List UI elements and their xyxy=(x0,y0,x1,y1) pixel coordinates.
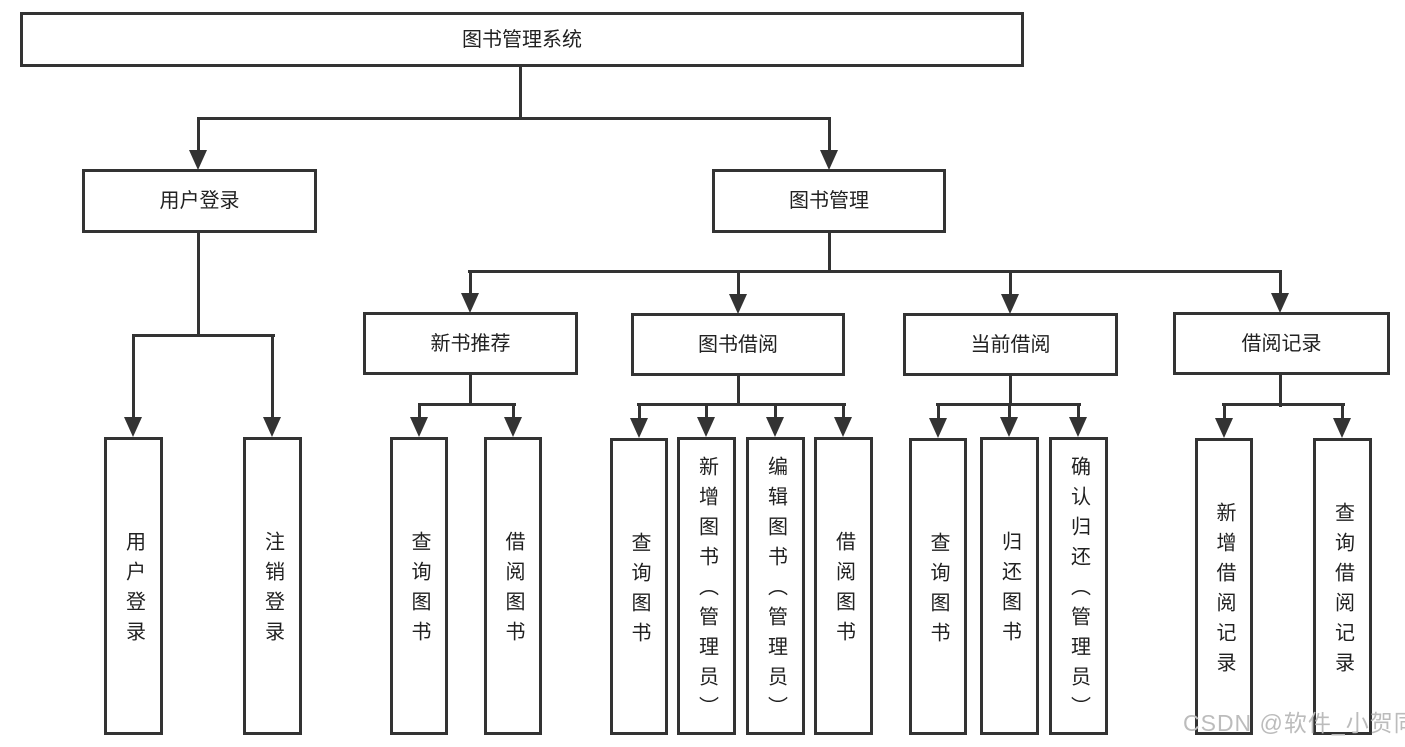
node-user-login: 用户登录 xyxy=(82,169,317,233)
arrowhead-down-icon xyxy=(263,417,281,437)
connector-line xyxy=(512,404,515,421)
node-confirm-return-admin: 确认归还（管理员） xyxy=(1049,437,1108,735)
arrowhead-down-icon xyxy=(410,417,428,437)
arrowhead-down-icon xyxy=(504,417,522,437)
node-label: 新书推荐 xyxy=(430,332,511,355)
arrowhead-down-icon xyxy=(461,293,479,313)
node-query-books-recommend: 查询图书 xyxy=(390,437,448,735)
node-book-management: 图书管理 xyxy=(712,169,946,233)
node-add-books-admin: 新增图书（管理员） xyxy=(677,437,736,735)
connector-line xyxy=(828,118,831,153)
connector-line xyxy=(1009,376,1012,406)
node-root: 图书管理系统 xyxy=(20,12,1024,67)
connector-line xyxy=(1008,404,1011,421)
node-label: 用户登录 xyxy=(122,531,145,651)
arrowhead-down-icon xyxy=(1333,418,1351,438)
arrowhead-down-icon xyxy=(834,417,852,437)
connector-line xyxy=(1279,375,1282,407)
node-label: 新增图书（管理员） xyxy=(695,456,718,726)
node-label: 借阅图书 xyxy=(832,531,855,651)
node-label: 查询借阅记录 xyxy=(1331,501,1354,682)
arrowhead-down-icon xyxy=(766,417,784,437)
node-label: 当前借阅 xyxy=(970,333,1051,356)
connector-line xyxy=(705,404,708,421)
arrowhead-down-icon xyxy=(630,418,648,438)
node-borrowing-records: 借阅记录 xyxy=(1173,312,1390,375)
node-label: 注销登录 xyxy=(261,531,284,651)
node-label: 查询图书 xyxy=(408,531,430,651)
node-label: 图书管理系统 xyxy=(462,28,582,51)
connector-line xyxy=(1222,403,1345,406)
connector-line xyxy=(637,403,846,406)
node-logout-op: 注销登录 xyxy=(243,437,302,735)
connector-line xyxy=(828,233,831,272)
node-user-login-op: 用户登录 xyxy=(104,437,163,735)
arrowhead-down-icon xyxy=(929,418,947,438)
arrowhead-down-icon xyxy=(1271,293,1289,313)
node-book-borrowing: 图书借阅 xyxy=(631,313,845,376)
node-query-books-borrowing: 查询图书 xyxy=(610,438,668,735)
node-label: 确认归还（管理员） xyxy=(1067,456,1090,726)
node-label: 借阅记录 xyxy=(1241,332,1322,355)
connector-line xyxy=(271,335,274,420)
node-label: 图书借阅 xyxy=(698,333,778,356)
arrowhead-down-icon xyxy=(820,150,838,170)
arrowhead-down-icon xyxy=(1069,417,1087,437)
connector-line xyxy=(937,404,940,421)
node-query-borrowing-record: 查询借阅记录 xyxy=(1313,438,1372,735)
node-label: 用户登录 xyxy=(159,190,240,212)
node-label: 查询图书 xyxy=(927,531,949,652)
connector-line xyxy=(638,404,641,421)
node-query-books-current: 查询图书 xyxy=(909,438,967,735)
node-label: 编辑图书（管理员） xyxy=(764,456,787,726)
arrowhead-down-icon xyxy=(1001,294,1019,314)
arrowhead-down-icon xyxy=(124,417,142,437)
arrowhead-down-icon xyxy=(1215,418,1233,438)
node-borrow-books-recommend: 借阅图书 xyxy=(484,437,542,735)
connector-line xyxy=(197,117,831,120)
node-label: 图书管理 xyxy=(789,190,869,212)
connector-line xyxy=(418,403,516,406)
node-edit-books-admin: 编辑图书（管理员） xyxy=(746,437,805,735)
arrowhead-down-icon xyxy=(1000,417,1018,437)
connector-line xyxy=(469,271,472,296)
node-return-books: 归还图书 xyxy=(980,437,1039,735)
connector-line xyxy=(842,404,845,421)
connector-line xyxy=(1077,404,1080,421)
connector-line xyxy=(197,233,200,336)
connector-line xyxy=(197,118,200,153)
connector-line xyxy=(1009,271,1012,296)
node-label: 借阅图书 xyxy=(502,531,524,651)
node-label: 新增借阅记录 xyxy=(1213,501,1235,682)
connector-line xyxy=(1341,404,1344,421)
connector-line xyxy=(519,67,522,119)
connector-line xyxy=(469,375,472,406)
node-label: 归还图书 xyxy=(998,531,1021,651)
node-add-borrowing-record: 新增借阅记录 xyxy=(1195,438,1253,735)
connector-line xyxy=(132,334,275,337)
connector-line xyxy=(468,270,1282,273)
node-label: 查询图书 xyxy=(628,531,650,652)
csdn-watermark: CSDN @软件_小贺同学 xyxy=(1183,710,1405,736)
arrowhead-down-icon xyxy=(729,294,747,314)
node-borrow-books-borrowing: 借阅图书 xyxy=(814,437,873,735)
node-new-book-recommend: 新书推荐 xyxy=(363,312,578,375)
arrowhead-down-icon xyxy=(189,150,207,170)
arrowhead-down-icon xyxy=(697,417,715,437)
connector-line xyxy=(737,376,740,406)
connector-line xyxy=(774,404,777,421)
connector-line xyxy=(132,335,135,420)
connector-line xyxy=(418,404,421,421)
connector-line xyxy=(1279,271,1282,296)
node-current-borrowing: 当前借阅 xyxy=(903,313,1118,376)
connector-line xyxy=(737,271,740,296)
connector-line xyxy=(1223,404,1226,421)
